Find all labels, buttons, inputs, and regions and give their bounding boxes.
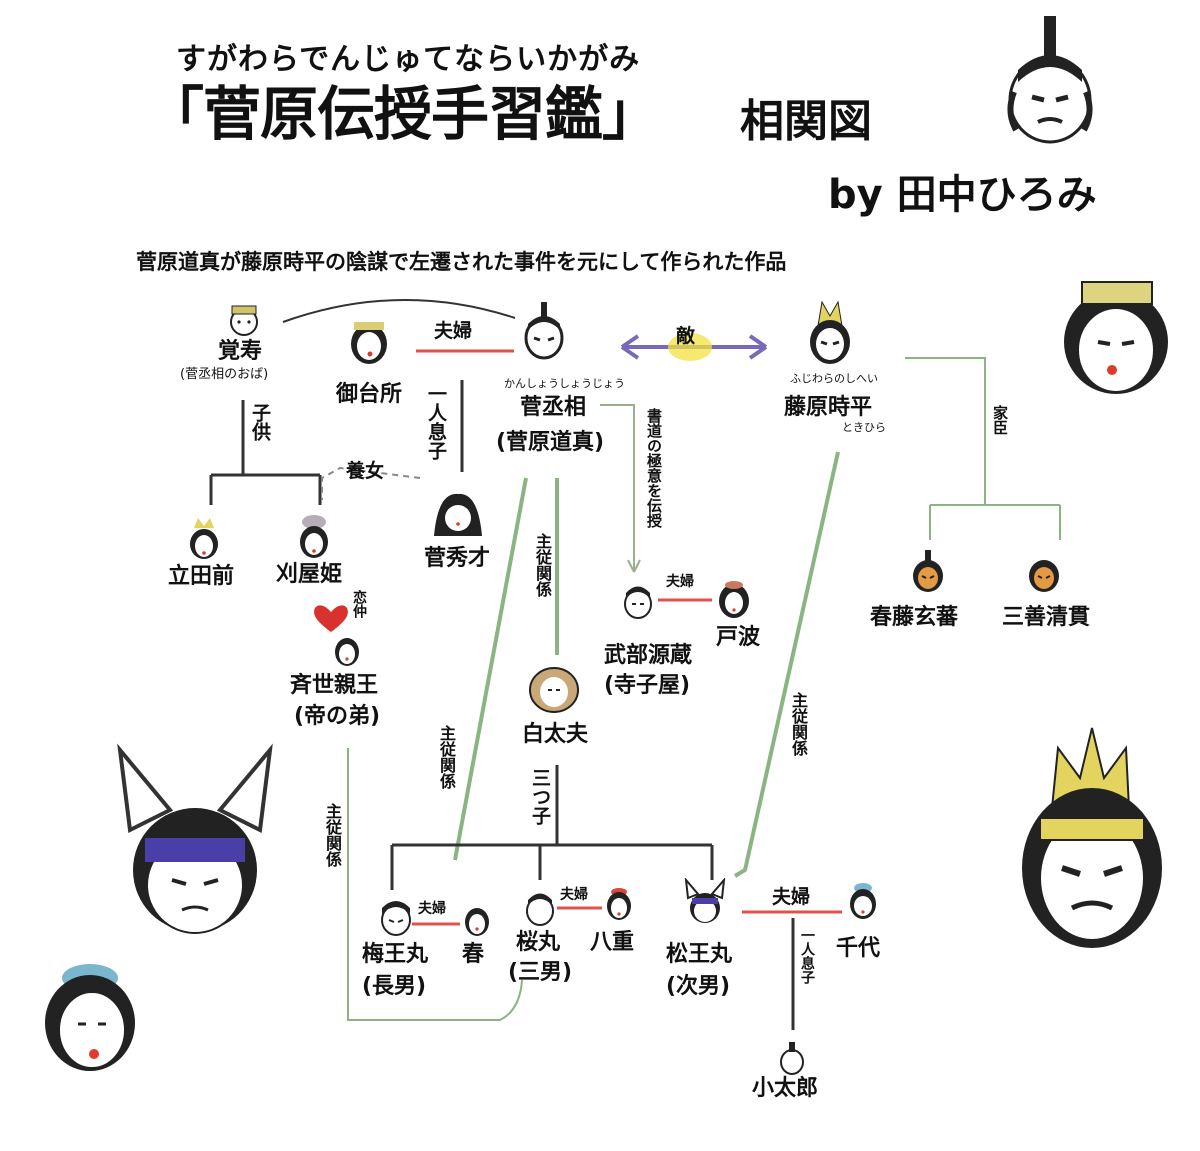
sakuramaru-note: (三男) — [508, 960, 573, 985]
fufu-label-umeomaru: 夫婦 — [418, 901, 446, 917]
chiyo-name: 千代 — [836, 936, 881, 961]
shirataifu-name: 白太夫 — [522, 722, 589, 747]
decorative-face-matsuomaru-illustration — [117, 743, 273, 934]
umeomaru-name: 梅王丸 — [362, 942, 429, 967]
decorative-face-chiyo-illustration — [45, 964, 135, 1071]
kanshojo-ruby: かんしょうしょうじょう — [504, 377, 625, 390]
kiyotsura-face-icon — [1029, 560, 1059, 592]
haruto-face-icon — [913, 550, 943, 592]
shuju-line-sakuramaru — [347, 748, 523, 1021]
midaidokoro-name: 御台所 — [336, 382, 403, 407]
umeomaru-face-icon — [381, 901, 411, 936]
decorative-face-kakuju-illustration — [1064, 281, 1168, 394]
yojo-label: 養女 — [346, 460, 385, 482]
koinaka-label: 恋仲 — [351, 590, 367, 618]
chiyo-face-icon — [850, 883, 876, 919]
kotaro-name: 小太郎 — [752, 1076, 819, 1101]
haruto-name: 春藤玄蕃 — [870, 605, 959, 630]
kakuju-link-line — [282, 299, 516, 323]
yae-name: 八重 — [590, 930, 635, 955]
kanshusai-face-icon — [434, 493, 482, 536]
title-ruby: すがわらでんじゅてならいかがみ — [176, 42, 641, 77]
fufu-label-genzo: 夫婦 — [666, 574, 694, 590]
subtitle: 菅原道真が藤原時平の陰謀で左遷された事件を元にして作られた作品 — [136, 250, 787, 274]
shuju-line-matsuomaru — [733, 451, 840, 878]
shihei-face-icon — [810, 300, 850, 364]
author: by 田中ひろみ — [828, 172, 1097, 218]
fufu-label-sakuramaru: 夫婦 — [560, 887, 588, 903]
matsuomaru-name: 松王丸 — [666, 942, 733, 967]
love-heart — [314, 605, 348, 632]
kariyahime-face-icon — [300, 515, 328, 558]
haru-face-icon — [465, 908, 489, 936]
shirataifu-face-icon — [529, 667, 579, 713]
hitori-musuko-label-kotaro: 一人息子 — [799, 928, 815, 984]
page-title: 「菅原伝授手習鑑」 — [146, 80, 660, 148]
yae-face-icon — [607, 888, 631, 920]
shuju-label-sakuramaru: 主従関係 — [323, 803, 342, 867]
kashin-line — [905, 357, 986, 505]
kanshojo-face-icon — [524, 302, 564, 360]
tokiyo-note: (帝の弟) — [294, 704, 381, 729]
genzo-name: 武部源蔵 — [604, 643, 693, 668]
tonami-name: 戸波 — [716, 625, 761, 650]
shodo-line — [600, 404, 635, 570]
fufu-label-matsuomaru: 夫婦 — [772, 886, 811, 908]
teki-label: 敵 — [676, 325, 696, 347]
shuju-label-shirataifu: 主従関係 — [533, 533, 552, 597]
shuju-line-umeomaru — [453, 477, 528, 861]
decorative-face-shihei-illustration — [1022, 727, 1162, 948]
sakuramaru-name: 桜丸 — [516, 930, 561, 955]
matsuomaru-note: (次男) — [666, 974, 731, 999]
tatsutanomae-face-icon — [190, 518, 218, 559]
shodo-label: 書道の極意を伝授 — [645, 408, 663, 528]
kanshojo-name: 菅丞相 — [520, 395, 587, 420]
kakuju-note: (菅丞相のおば) — [180, 367, 269, 382]
kashin-label: 家臣 — [991, 405, 1009, 435]
kanshojo-note: (菅原道真) — [496, 430, 605, 455]
matsuomaru-face-icon — [684, 878, 726, 923]
tonami-face-icon — [719, 581, 749, 618]
title-suffix: 相関図 — [740, 96, 872, 147]
shihei-ruby: ふじわらのしへい — [790, 372, 878, 385]
tokiyo-face-icon — [335, 638, 359, 666]
decorative-face-kanshojo-illustration — [1007, 16, 1093, 144]
kodomo-label: 子供 — [249, 403, 271, 441]
tokiyo-name: 斉世親王 — [290, 673, 379, 698]
kakuju-name: 覚寿 — [218, 339, 263, 364]
kariyahime-name: 刈屋姫 — [276, 562, 343, 587]
tatsutanomae-name: 立田前 — [168, 564, 235, 589]
genzo-face-icon — [624, 586, 652, 619]
shihei-ruby2: ときひら — [842, 421, 886, 434]
midaidokoro-face-icon — [351, 322, 387, 364]
adoption-line — [321, 466, 421, 500]
kiyotsura-name: 三善清貫 — [1002, 605, 1091, 630]
kanshusai-name: 菅秀才 — [424, 546, 491, 571]
kakuju-face-icon — [230, 305, 258, 336]
shuju-label-matsuomaru: 主従関係 — [789, 692, 808, 756]
shuju-label-umeomaru: 主従関係 — [437, 725, 456, 789]
shihei-name: 藤原時平 — [784, 395, 873, 420]
umeomaru-note: (長男) — [362, 974, 427, 999]
enemy-arrow — [620, 333, 768, 361]
hitori-musuko-label: 一人息子 — [425, 384, 447, 460]
mitsugo-label: 三つ子 — [529, 768, 551, 825]
haru-name: 春 — [462, 942, 485, 967]
genzo-note: (寺子屋) — [604, 673, 691, 698]
sakuramaru-face-icon — [526, 893, 554, 926]
fufu-label-kanshojo: 夫婦 — [434, 320, 473, 342]
kotaro-face-icon — [780, 1042, 804, 1075]
